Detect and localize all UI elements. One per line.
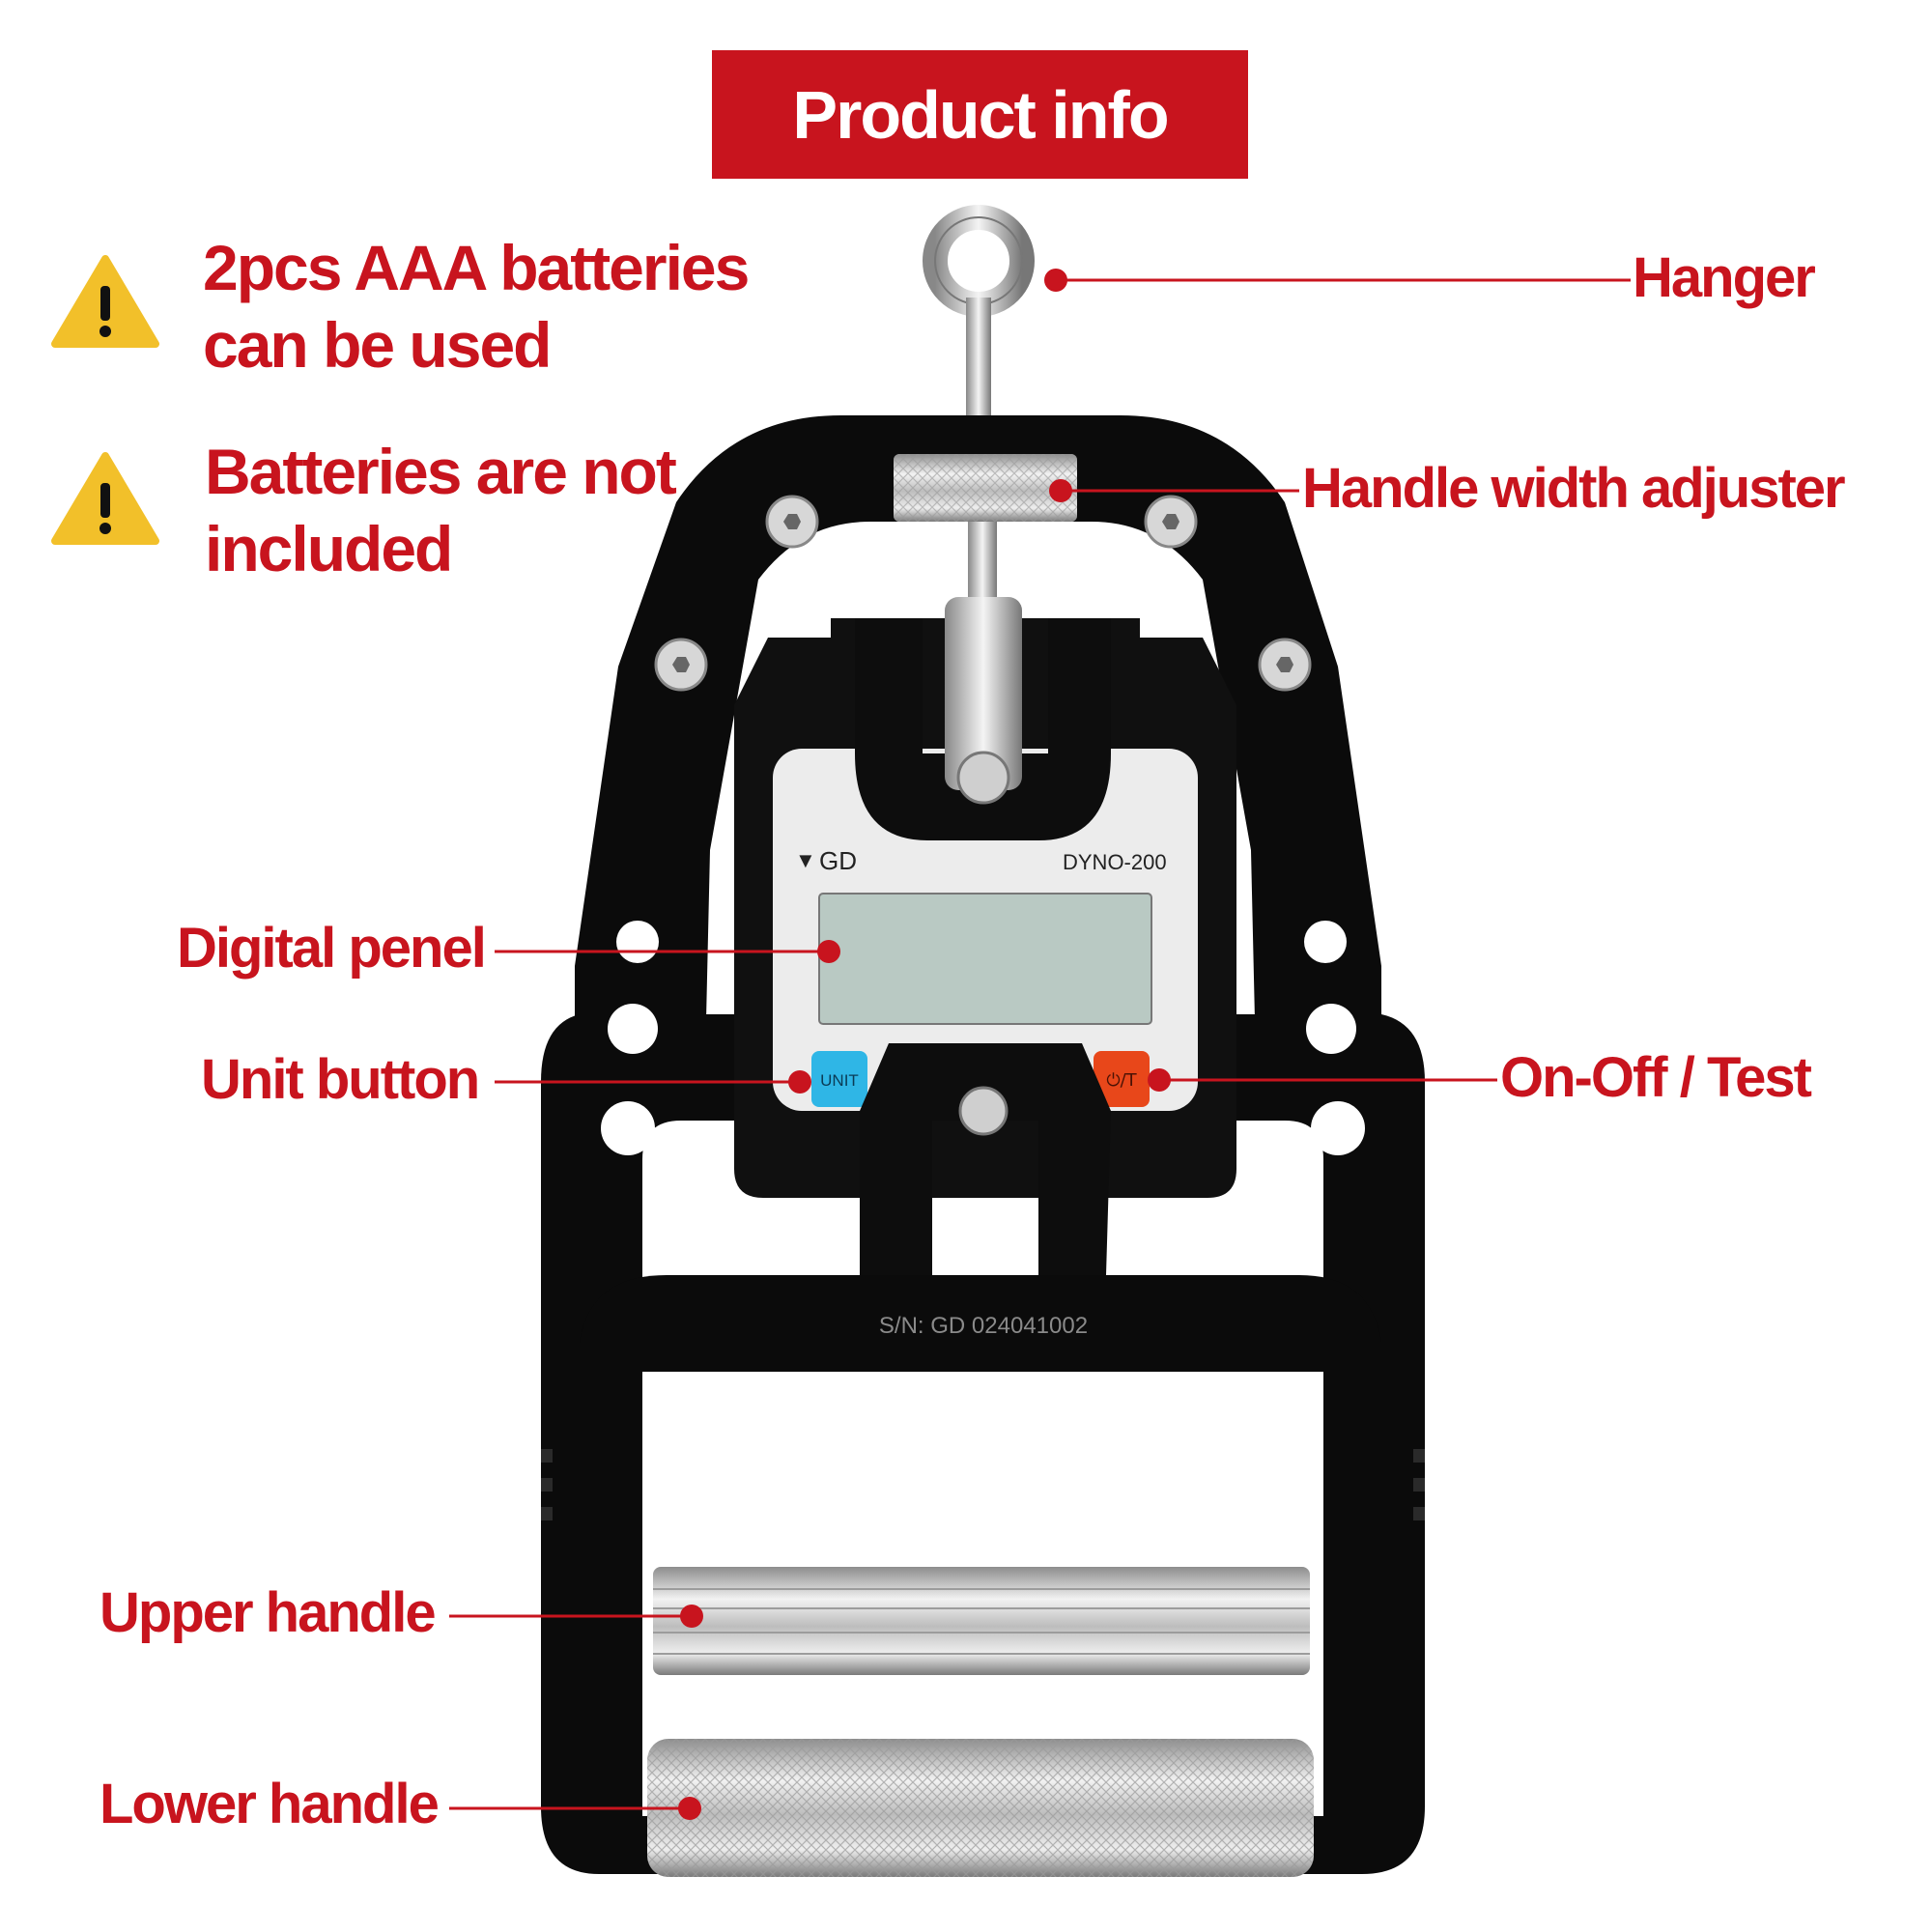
brand-logo: GD <box>819 846 857 875</box>
digital-panel <box>818 893 1152 1025</box>
warning-icon <box>51 452 159 545</box>
battery-note: 2pcs AAA batteries can be used <box>203 232 750 381</box>
upper-handle <box>653 1567 1310 1675</box>
page-title: Product info <box>792 76 1169 153</box>
hanger <box>923 205 1035 423</box>
label-hanger: Hanger <box>1633 246 1816 309</box>
svg-text:⏻/T: ⏻/T <box>1106 1070 1137 1091</box>
svg-text:UNIT: UNIT <box>820 1071 859 1090</box>
handle-width-adjuster <box>894 454 1077 609</box>
svg-text:▼: ▼ <box>795 848 816 872</box>
label-handle-width-adjuster: Handle width adjuster <box>1302 457 1846 520</box>
power-test-button <box>1094 1051 1150 1107</box>
label-lower-handle: Lower handle <box>99 1773 440 1835</box>
lower-handle <box>647 1739 1314 1877</box>
frame <box>575 415 1381 1063</box>
serial-number: S/N: GD 024041002 <box>879 1313 1088 1339</box>
battery-not-included-note: Batteries are not included <box>205 436 677 584</box>
model-label: DYNO-200 <box>1063 850 1167 874</box>
label-digital-panel: Digital penel <box>177 917 487 980</box>
unit-button <box>811 1051 867 1107</box>
title-banner: Product info <box>712 50 1248 179</box>
warning-icon <box>51 255 159 348</box>
label-on-off-test: On-Off / Test <box>1500 1046 1812 1109</box>
label-upper-handle: Upper handle <box>99 1581 437 1644</box>
label-unit-button: Unit button <box>201 1048 480 1111</box>
